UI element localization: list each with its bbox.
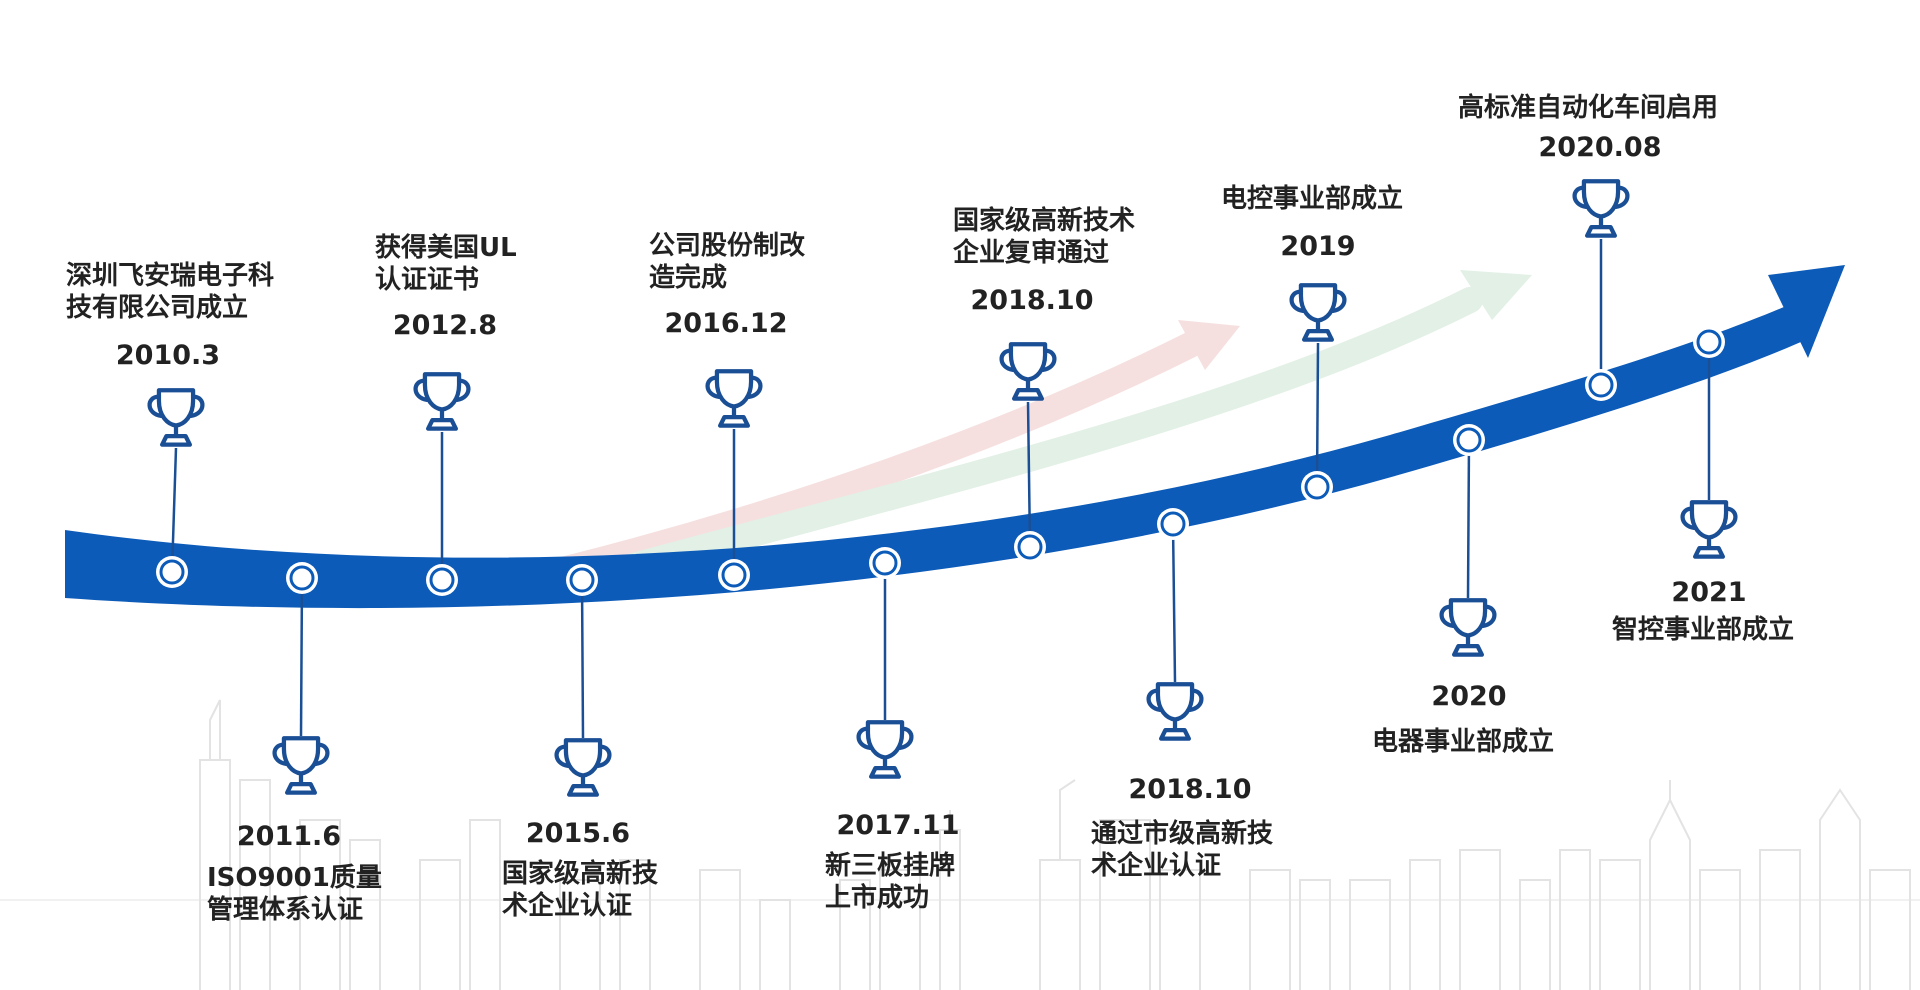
milestone-dot-ring: [569, 567, 595, 593]
milestone-description: 国家级高新技术企业认证: [502, 858, 658, 922]
milestone-description-line: 电器事业部成立: [1372, 727, 1555, 757]
milestone-dot-ring: [159, 559, 185, 585]
milestone-description: ISO9001质量管理体系认证: [207, 862, 382, 926]
milestone-4: [557, 564, 610, 795]
trophy-icon: [1002, 344, 1055, 398]
trophy-icon: [150, 390, 203, 444]
milestone-description-line: 术企业认证: [1091, 851, 1222, 881]
milestone-date: 2021: [1671, 577, 1747, 608]
milestone-description-line: 技有限公司成立: [66, 293, 249, 323]
milestone-description-line: 新三板挂牌: [825, 851, 956, 881]
trophy-icon: [557, 740, 610, 794]
milestone-description: 电控事业部成立: [1221, 183, 1403, 215]
milestone-description-line: 电控事业部成立: [1221, 184, 1404, 214]
milestone-dot-ring: [1160, 511, 1186, 537]
milestone-date: 2011.6: [236, 821, 342, 852]
milestone-dot-ring: [1456, 427, 1482, 453]
milestone-description-line: 上市成功: [825, 883, 930, 913]
trophy-icon: [859, 722, 912, 776]
milestone-description: 公司股份制改造完成: [649, 230, 805, 294]
milestone-connector: [1315, 342, 1320, 488]
milestone-dot-ring: [1304, 474, 1330, 500]
milestone-12: [1683, 326, 1736, 557]
milestone-dot-ring: [872, 550, 898, 576]
milestone-date: 2020.08: [1538, 132, 1662, 163]
milestone-10: [1442, 424, 1495, 655]
milestone-description: 高标准自动化车间启用: [1458, 92, 1718, 124]
milestone-description: 新三板挂牌上市成功: [825, 850, 955, 914]
trophy-icon: [1149, 684, 1202, 738]
milestone-date: 2020: [1431, 681, 1507, 712]
timeline-arrow: [65, 300, 1810, 609]
milestone-connector: [170, 447, 178, 573]
milestone-6: [859, 547, 912, 777]
milestone-11: [1575, 181, 1628, 401]
trophy-icon: [1683, 502, 1736, 556]
milestone-description-line: 造完成: [649, 263, 728, 293]
milestone-description-line: 认证证书: [375, 265, 480, 295]
milestone-date: 2018.10: [1128, 774, 1252, 805]
milestone-description-line: 公司股份制改: [649, 231, 806, 261]
milestone-dot-ring: [289, 565, 315, 591]
milestone-dot-ring: [1588, 372, 1614, 398]
milestone-description-line: 深圳飞安瑞电子科: [66, 261, 275, 291]
milestone-connector: [580, 579, 585, 739]
trophy-icon: [275, 738, 328, 792]
milestone-description-line: 企业复审通过: [953, 238, 1110, 268]
milestone-description-line: 获得美国UL: [375, 233, 517, 263]
milestone-description-line: ISO9001质量: [207, 863, 382, 893]
milestone-description-line: 国家级高新技术: [953, 206, 1136, 236]
milestone-date: 2016.12: [664, 308, 788, 339]
milestone-connector: [1466, 439, 1471, 599]
milestone-2: [275, 562, 328, 793]
milestone-description-line: 智控事业部成立: [1612, 615, 1795, 645]
milestone-description: 通过市级高新技术企业认证: [1091, 818, 1273, 882]
trophy-icon: [1575, 181, 1628, 235]
milestone-date: 2018.10: [970, 285, 1094, 316]
milestone-3: [416, 374, 469, 596]
milestone-connector: [1171, 523, 1177, 683]
milestone-dot-ring: [429, 567, 455, 593]
milestone-9: [1292, 285, 1345, 503]
trophy-icon: [708, 371, 761, 425]
milestone-1: [150, 390, 203, 588]
milestone-8: [1149, 508, 1202, 739]
milestone-date: 2017.11: [836, 810, 960, 841]
milestone-date: 2012.8: [392, 310, 498, 341]
milestone-dot-ring: [1696, 329, 1722, 355]
trophy-icon: [1442, 600, 1495, 654]
milestone-description-line: 术企业认证: [502, 891, 633, 921]
milestone-date: 2010.3: [115, 340, 221, 371]
milestone-description: 国家级高新技术企业复审通过: [953, 205, 1135, 269]
milestone-date: 2019: [1280, 231, 1356, 262]
milestone-description-line: 管理体系认证: [207, 895, 364, 925]
milestone-connector: [1026, 401, 1032, 548]
milestone-dot-ring: [721, 562, 747, 588]
milestone-description: 智控事业部成立: [1612, 614, 1794, 646]
milestone-7: [1002, 344, 1055, 563]
milestone-description-line: 国家级高新技: [502, 859, 659, 889]
city-skyline-background: [0, 699, 1920, 990]
timeline-arrowhead: [1768, 265, 1845, 358]
milestone-5: [708, 371, 761, 591]
trophy-icon: [416, 374, 469, 428]
milestone-description-line: 通过市级高新技: [1091, 819, 1274, 849]
milestone-description: 电器事业部成立: [1372, 726, 1554, 758]
milestone-date: 2015.6: [525, 818, 631, 849]
milestone-description-line: 高标准自动化车间启用: [1458, 93, 1719, 123]
milestone-dot-ring: [1017, 534, 1043, 560]
milestone-description: 深圳飞安瑞电子科技有限公司成立: [66, 260, 274, 324]
trophy-icon: [1292, 285, 1345, 339]
milestone-connector: [299, 577, 304, 737]
